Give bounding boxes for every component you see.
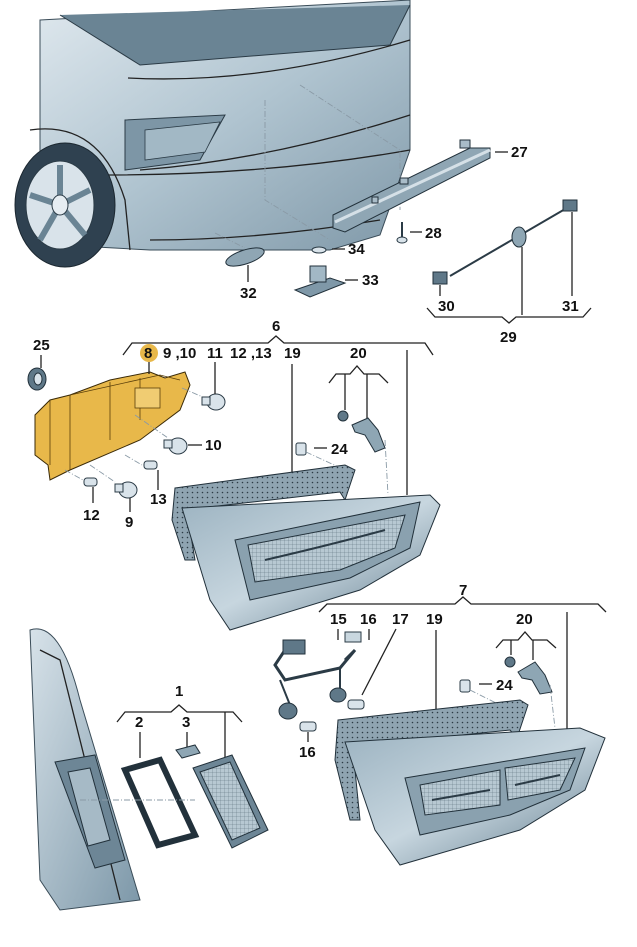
bulb-12 bbox=[64, 469, 98, 487]
bulb-16 bbox=[299, 721, 317, 732]
label-24b: 24 bbox=[496, 677, 513, 694]
label-17: 17 bbox=[392, 611, 409, 628]
label-29: 29 bbox=[500, 329, 517, 346]
bulb-13 bbox=[124, 454, 158, 470]
label-28: 28 bbox=[425, 225, 442, 242]
car-rear-illustration bbox=[14, 0, 411, 268]
label-7: 7 bbox=[459, 582, 467, 599]
label-6: 6 bbox=[272, 318, 280, 335]
label-12-13: 12 ,13 bbox=[230, 345, 272, 362]
label-10: 10 bbox=[205, 437, 222, 454]
label-31: 31 bbox=[562, 298, 579, 315]
wiring-harness-15 bbox=[273, 631, 362, 720]
brake-light-27 bbox=[332, 139, 491, 233]
bulb-34 bbox=[311, 246, 327, 254]
label-27: 27 bbox=[511, 144, 528, 161]
tail-light-7 bbox=[344, 727, 606, 866]
license-light-33 bbox=[293, 265, 347, 298]
bulb-9 bbox=[89, 464, 138, 499]
label-19b: 19 bbox=[426, 611, 443, 628]
label-16b: 16 bbox=[299, 744, 316, 761]
label-12: 12 bbox=[83, 507, 100, 524]
label-25: 25 bbox=[33, 337, 50, 354]
label-backdrop bbox=[113, 682, 243, 737]
clip-3 bbox=[175, 744, 201, 759]
label-8: 8 bbox=[144, 345, 152, 362]
label-20b: 20 bbox=[516, 611, 533, 628]
bulb-holder-8 bbox=[34, 371, 191, 481]
bulb-17 bbox=[347, 699, 365, 710]
cable-29 bbox=[432, 199, 578, 285]
bulb-11 bbox=[181, 387, 226, 411]
label-9: 9 bbox=[125, 514, 133, 531]
label-15: 15 bbox=[330, 611, 347, 628]
label-33: 33 bbox=[362, 272, 379, 289]
gasket-2 bbox=[120, 756, 200, 849]
bracket-20a bbox=[351, 417, 386, 453]
nut-20a bbox=[337, 410, 349, 422]
label-19a: 19 bbox=[284, 345, 301, 362]
label-20a: 20 bbox=[350, 345, 367, 362]
nut-24b bbox=[459, 679, 471, 693]
label-32: 32 bbox=[240, 285, 257, 302]
reflector-32 bbox=[225, 247, 265, 267]
label-9-10: 9 ,10 bbox=[163, 345, 196, 362]
bumper-corner-illustration bbox=[29, 628, 141, 911]
tail-light-6 bbox=[181, 494, 441, 631]
label-2: 2 bbox=[135, 714, 143, 731]
label-16a: 16 bbox=[360, 611, 377, 628]
bulb-10 bbox=[134, 414, 188, 455]
label-3: 3 bbox=[182, 714, 190, 731]
nut-24a bbox=[295, 442, 307, 456]
label-13: 13 bbox=[150, 491, 167, 508]
label-30: 30 bbox=[438, 298, 455, 315]
screw-28 bbox=[396, 222, 408, 244]
label-34: 34 bbox=[348, 241, 365, 258]
highlight-badge-8 bbox=[140, 344, 158, 362]
nut-20b bbox=[504, 656, 516, 668]
bracket-20b bbox=[517, 661, 553, 695]
label-11: 11 bbox=[207, 345, 223, 362]
label-24a: 24 bbox=[331, 441, 348, 458]
fog-light-1 bbox=[192, 754, 269, 849]
label-1: 1 bbox=[175, 683, 183, 700]
